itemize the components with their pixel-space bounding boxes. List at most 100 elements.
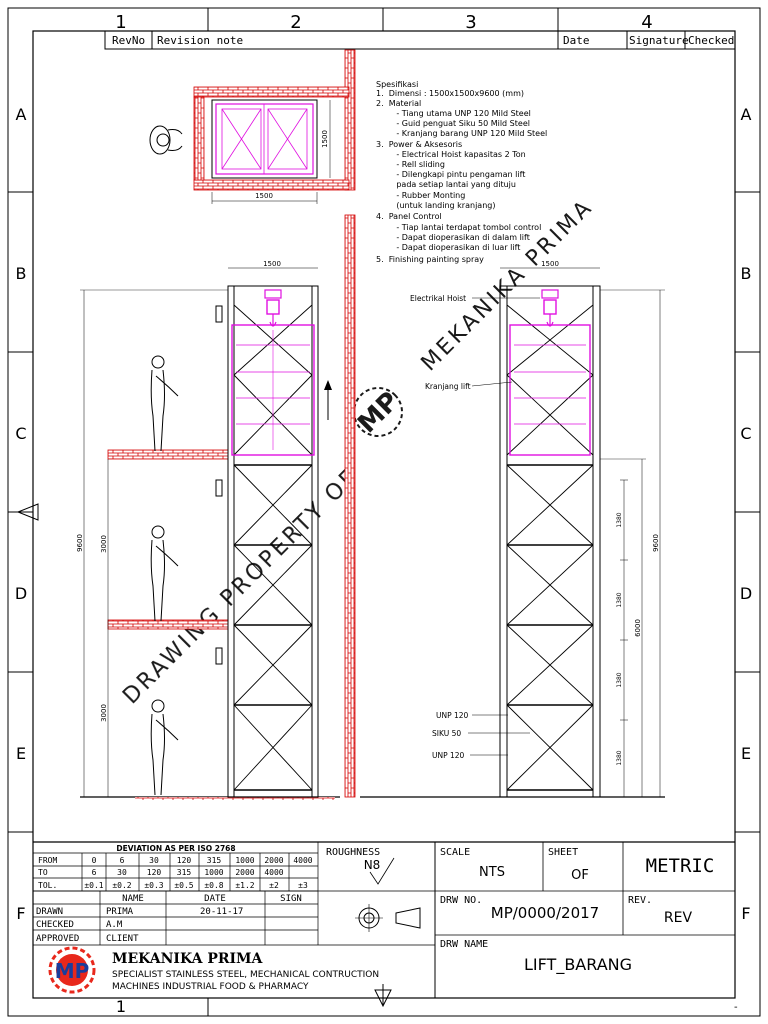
approval-header: DATE — [204, 894, 226, 904]
company-logo-text: MP — [55, 959, 90, 983]
units-label: METRIC — [646, 855, 715, 877]
spec-line: - Tiang utama UNP 120 Mild Steel — [376, 109, 531, 118]
row-label: E — [16, 744, 26, 763]
segment-dim: 1380 — [616, 592, 623, 607]
deviation-cell: 1000 — [235, 856, 254, 865]
row-label: F — [16, 904, 25, 923]
centering-arrow-left-icon — [16, 503, 39, 521]
deviation-cell: ±0.8 — [204, 881, 223, 890]
person-icon — [150, 355, 179, 452]
row-label: C — [740, 424, 751, 443]
floor-height-dim: 3000 — [100, 535, 108, 553]
spec-line: 1. Dimensi : 1500x1500x9600 (mm) — [376, 89, 524, 98]
spec-line: 2. Material — [376, 99, 421, 108]
approval-name: A.M — [106, 920, 123, 930]
deviation-cell: 315 — [177, 868, 192, 877]
row-label: B — [741, 264, 752, 283]
deviation-table — [33, 842, 319, 892]
spec-line: - Kranjang barang UNP 120 Mild Steel — [376, 129, 547, 138]
sheet-label: SHEET — [548, 847, 578, 858]
spec-line: (untuk landing kranjang) — [376, 201, 495, 210]
segment-dim: 1380 — [616, 672, 623, 687]
person-top-view-icon — [149, 125, 183, 155]
row-label: F — [741, 904, 750, 923]
deviation-cell: ±0.3 — [144, 881, 163, 890]
col-label: 1 — [115, 12, 126, 33]
revision-note-header: Revision note — [157, 34, 243, 47]
approval-header: SIGN — [280, 894, 302, 904]
spec-line: - Dapat dioperasikan di luar lift — [376, 243, 520, 252]
deviation-cell: ±2 — [269, 881, 279, 890]
segment-dim: 1380 — [616, 512, 623, 527]
deviation-cell: 30 — [149, 856, 159, 865]
deviation-cell: 1000 — [204, 868, 223, 877]
approval-name: CLIENT — [106, 934, 139, 944]
projection-symbol-icon — [355, 904, 421, 932]
deviation-cell: 2000 — [235, 868, 254, 877]
roughness-value: N8 — [364, 858, 381, 872]
right-elevation: 1500 9600 6000 1380 1380 1380 1380 Elect… — [360, 260, 665, 798]
drw-no-label: DRW NO. — [440, 895, 482, 906]
spec-line: - Electrical Hoist kapasitas 2 Ton — [376, 150, 526, 159]
deviation-cell: ±0.5 — [174, 881, 193, 890]
approval-role: DRAWN — [36, 907, 63, 917]
deviation-cell: 30 — [117, 868, 127, 877]
unp-label: UNP 120 — [432, 751, 465, 760]
revision-checked-header: Checked — [688, 34, 734, 47]
col-label: 3 — [465, 12, 476, 33]
deviation-cell: ±0.1 — [84, 881, 103, 890]
roughness-symbol-icon — [369, 857, 395, 885]
deviation-cell: 120 — [147, 868, 162, 877]
drw-name-value: LIFT_BARANG — [524, 955, 632, 975]
spec-line: - Dilengkapi pintu pengaman lift — [376, 170, 525, 179]
left-elevation: 9600 3000 3000 1500 — [76, 260, 340, 800]
deviation-row-label: FROM — [38, 856, 57, 865]
left-total-height-dim: 9600 — [76, 534, 84, 552]
company-name: MEKANIKA PRIMA — [112, 951, 264, 967]
deviation-cell: 2000 — [264, 856, 283, 865]
col-label: 1 — [116, 997, 126, 1016]
segment-dim: 1380 — [616, 750, 623, 765]
revision-signature-header: Signature — [629, 34, 689, 47]
spec-line: - Dapat dioperasikan di dalam lift — [376, 233, 530, 242]
revision-date-header: Date — [563, 34, 590, 47]
deviation-title: DEVIATION AS PER ISO 2768 — [116, 844, 235, 853]
spec-line: 3. Power & Aksesoris — [376, 140, 462, 149]
col-label: 4 — [641, 12, 652, 33]
spec-line: 5. Finishing painting spray — [376, 255, 484, 264]
approval-date: 20-11-17 — [200, 907, 243, 917]
plan-width-dim: 1500 — [255, 192, 273, 200]
row-label: C — [15, 424, 26, 443]
scale-value: NTS — [479, 865, 505, 880]
center-wall — [324, 214, 356, 798]
spec-line: - Rubber Monting — [376, 191, 465, 200]
approval-role: APPROVED — [36, 934, 79, 944]
approval-role: CHECKED — [36, 920, 74, 930]
row-label: B — [16, 264, 27, 283]
deviation-cell: ±1.2 — [235, 881, 254, 890]
roughness-label: ROUGHNESS — [326, 847, 380, 858]
deviation-cell: ±0.2 — [112, 881, 131, 890]
electric-hoist-icon — [541, 289, 559, 327]
right-top-width-dim: 1500 — [541, 260, 559, 268]
deviation-cell: ±3 — [298, 881, 308, 890]
row-label: A — [741, 105, 752, 124]
drw-no-value: MP/0000/2017 — [491, 904, 599, 922]
right-total-height-dim: 9600 — [652, 534, 660, 552]
deviation-cell: 6 — [120, 856, 125, 865]
deviation-cell: 4000 — [264, 868, 283, 877]
company-tagline: SPECIALIST STAINLESS STEEL, MECHANICAL C… — [112, 970, 379, 980]
spec-line: pada setiap lantai yang dituju — [376, 180, 516, 189]
floor-height-dim: 3000 — [100, 704, 108, 722]
deviation-cell: 120 — [177, 856, 192, 865]
kranjang-label: Kranjang lift — [425, 382, 471, 391]
scale-label: SCALE — [440, 847, 470, 858]
company-logo-icon: MP — [48, 946, 96, 994]
spec-line: - Rell sliding — [376, 160, 445, 169]
left-top-width-dim: 1500 — [263, 260, 281, 268]
spec-line: - Tiap lantai terdapat tombol control — [376, 223, 541, 232]
approval-name: PRIMA — [106, 907, 134, 917]
person-icon — [150, 699, 179, 796]
